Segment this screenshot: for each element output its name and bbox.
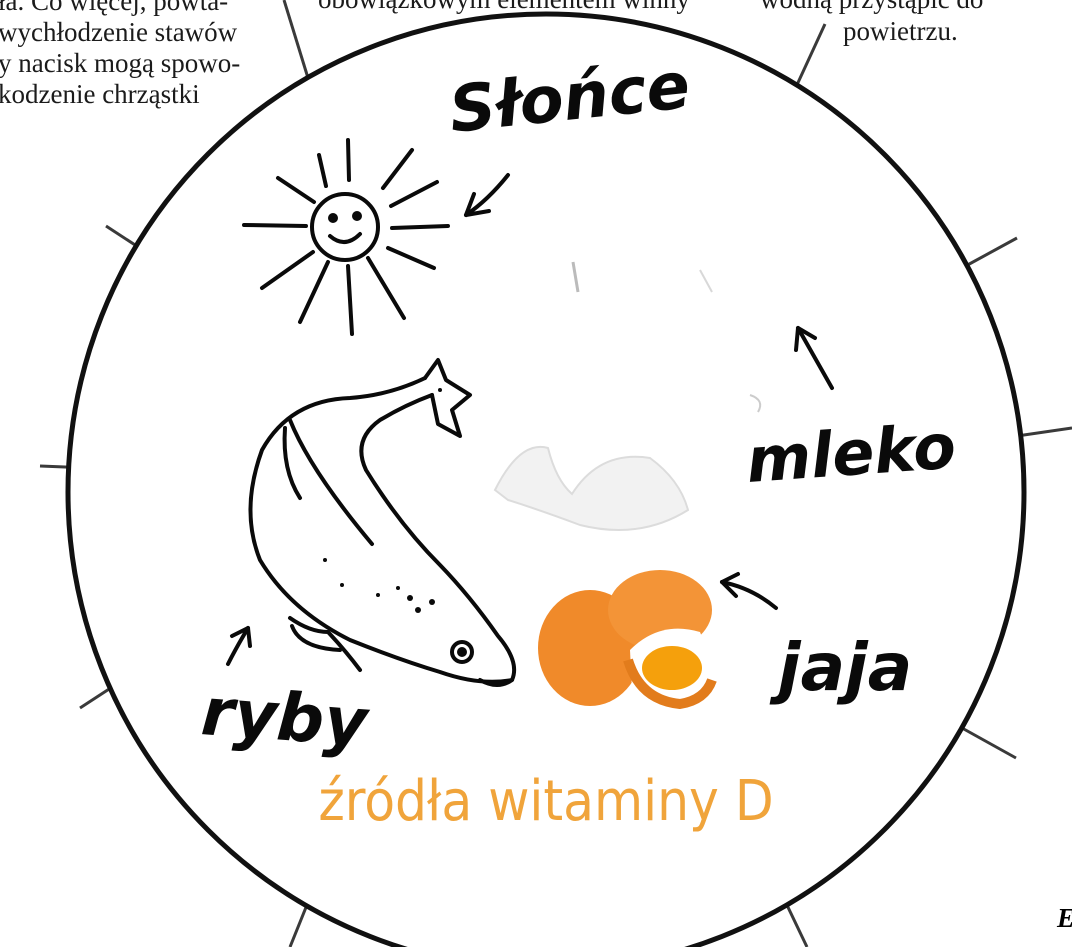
speckle: [376, 593, 380, 597]
speckle: [438, 388, 442, 392]
egg-yolk: [642, 646, 702, 690]
speckle: [407, 595, 413, 601]
spoke: [284, 0, 308, 78]
fish-pupil: [459, 649, 465, 655]
sun-eye: [354, 213, 360, 219]
sun-ray: [348, 140, 349, 180]
speckle: [396, 586, 400, 590]
fish-label: ryby: [199, 673, 373, 762]
spoke: [962, 728, 1016, 758]
speckle: [323, 558, 327, 562]
speckle: [415, 607, 421, 613]
illustration-caption: źródła witaminy D: [318, 769, 773, 834]
sun-ray: [392, 226, 448, 228]
eggs-label: jaja: [769, 629, 912, 706]
milk-label: mleko: [744, 410, 958, 497]
sun-ray: [244, 225, 306, 226]
spoke: [1017, 428, 1072, 436]
spoke: [962, 238, 1017, 268]
speckle: [429, 599, 435, 605]
speckle: [340, 583, 344, 587]
sun-eye: [330, 215, 336, 221]
